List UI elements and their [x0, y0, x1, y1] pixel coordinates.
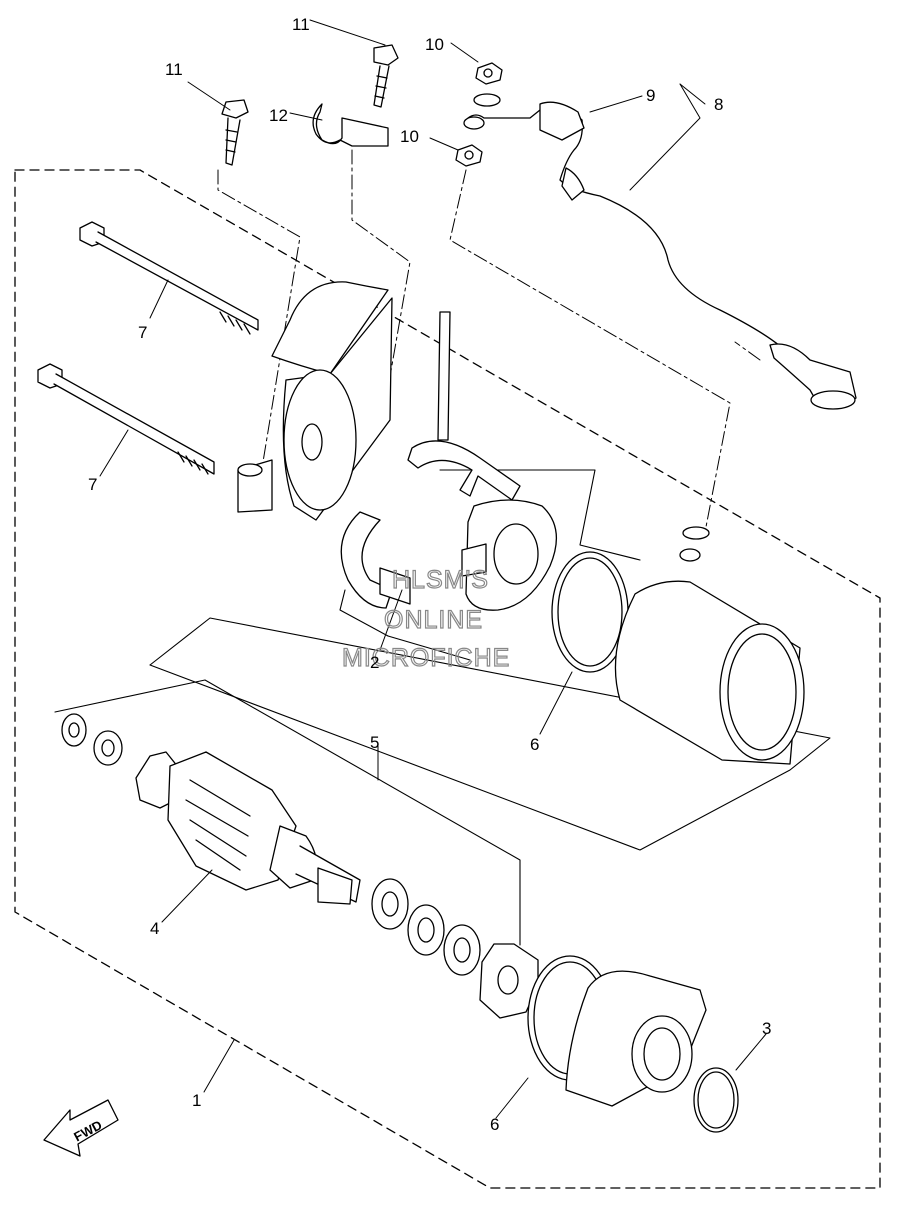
watermark: HLSM'S ONLINE MICROFICHE [341, 565, 510, 672]
washer-left-2 [93, 730, 123, 766]
yoke-housing [614, 526, 805, 765]
front-bracket [565, 970, 707, 1107]
brush-holder-part-2 [340, 311, 557, 611]
callout-1: 1 [192, 1091, 201, 1110]
callout-8: 8 [714, 95, 723, 114]
callout-2: 2 [370, 653, 379, 672]
washer-left-1 [61, 713, 87, 747]
through-bolt-part-7-upper [79, 221, 259, 335]
callout-4: 4 [150, 919, 159, 938]
rear-cover-housing [237, 281, 393, 521]
callout-10-bottom: 10 [400, 127, 419, 146]
through-bolt-part-7-lower [37, 363, 215, 475]
callout-12: 12 [269, 106, 288, 125]
clamp-part-12 [312, 103, 389, 147]
washer-part-10 [473, 93, 501, 107]
nut-part-10-top [475, 62, 503, 85]
bolt-part-11-right [373, 44, 399, 108]
callout-labels: 11 11 12 10 10 9 8 7 7 2 6 5 4 1 6 3 [88, 15, 771, 1134]
watermark-line-2: ONLINE [384, 606, 483, 634]
callout-6-upper: 6 [530, 735, 539, 754]
callout-7-lower: 7 [88, 475, 97, 494]
fwd-arrow [43, 1099, 119, 1157]
callout-3: 3 [762, 1019, 771, 1038]
callout-leaders [99, 19, 767, 1119]
bolt-part-11-left [221, 99, 249, 166]
watermark-line-1: HLSM'S [392, 566, 489, 594]
callout-10-top: 10 [425, 35, 444, 54]
callout-6-lower: 6 [490, 1115, 499, 1134]
thrust-washer-set-part-5 [371, 878, 539, 1019]
callout-9: 9 [646, 86, 655, 105]
grouping-planes [54, 469, 831, 946]
callout-11-top: 11 [292, 15, 310, 34]
watermark-line-3: MICROFICHE [342, 644, 510, 672]
callout-5: 5 [370, 733, 379, 752]
callout-11-left: 11 [165, 60, 183, 79]
callout-7-upper: 7 [138, 323, 147, 342]
nut-part-10-bottom [455, 144, 483, 167]
lead-wire-part-8 [463, 101, 857, 410]
assembly-boundary-dashed [14, 169, 881, 1189]
o-ring-part-3 [693, 1067, 739, 1133]
armature-part-4 [135, 751, 361, 905]
